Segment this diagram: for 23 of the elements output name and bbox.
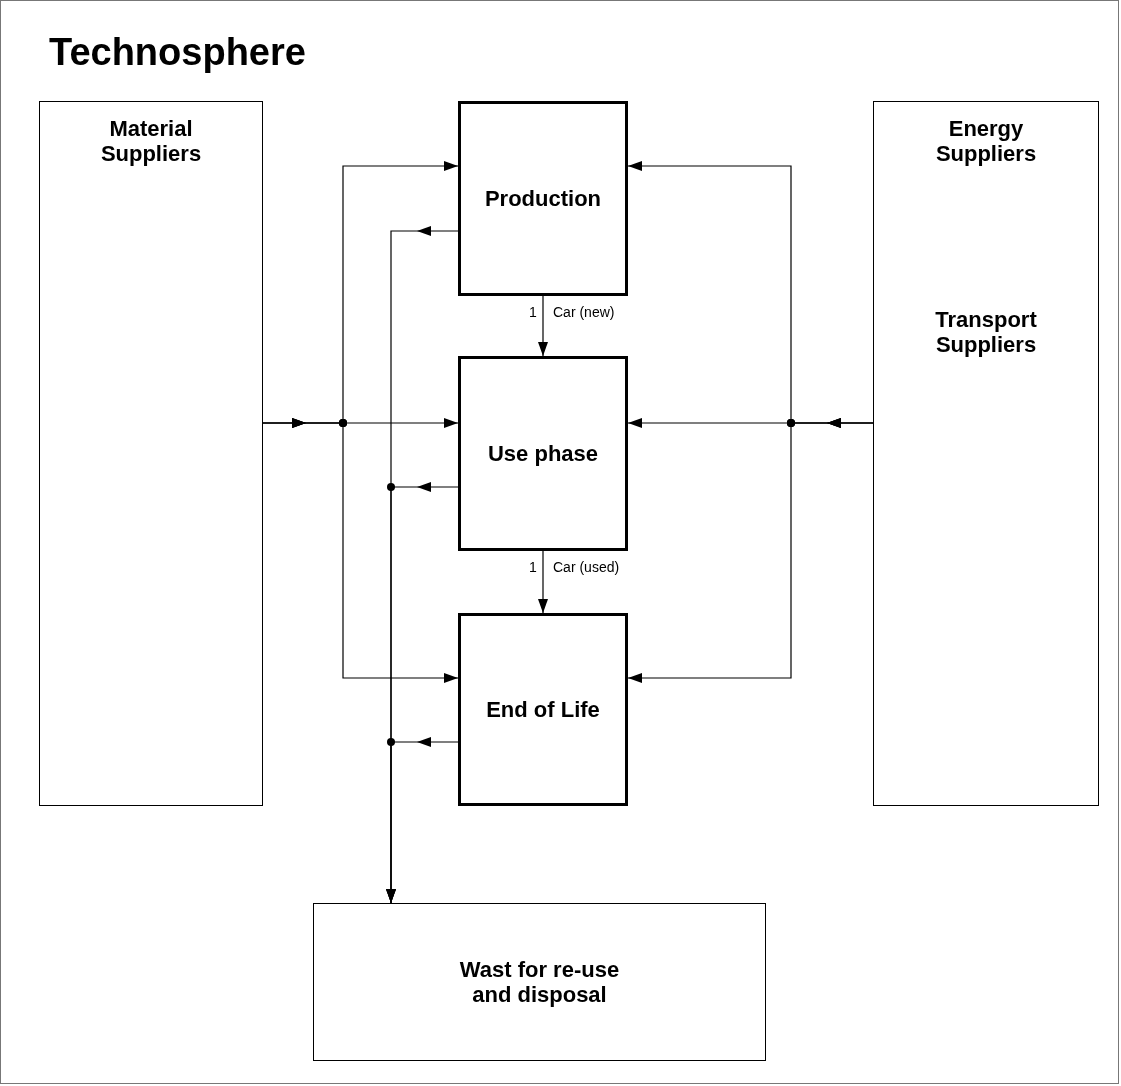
box-label: Production [484, 185, 602, 212]
process-box [313, 903, 766, 1061]
edge-label: Car (used) [553, 560, 620, 574]
process-box [39, 101, 263, 806]
quantity-label: 1 [529, 305, 537, 319]
arrow [538, 550, 548, 614]
arrow [627, 418, 874, 683]
process-box [458, 613, 628, 806]
process-box [873, 101, 1099, 806]
box-label: Wast for re-use and disposal [458, 956, 621, 1008]
edge-label: Car (new) [553, 305, 615, 319]
box-label: Use phase [487, 440, 599, 467]
process-box [458, 356, 628, 551]
quantity-label: 1 [529, 560, 537, 574]
box-label: Energy Suppliers [934, 116, 1038, 167]
arrow [538, 295, 548, 357]
box-label: Transport Suppliers [934, 306, 1038, 358]
process-box [458, 101, 628, 296]
frame-heading: Technosphere [49, 31, 306, 74]
arrow [386, 737, 459, 904]
arrow [262, 418, 459, 683]
box-label: Material Suppliers [99, 116, 203, 167]
box-label: End of Life [486, 696, 600, 723]
